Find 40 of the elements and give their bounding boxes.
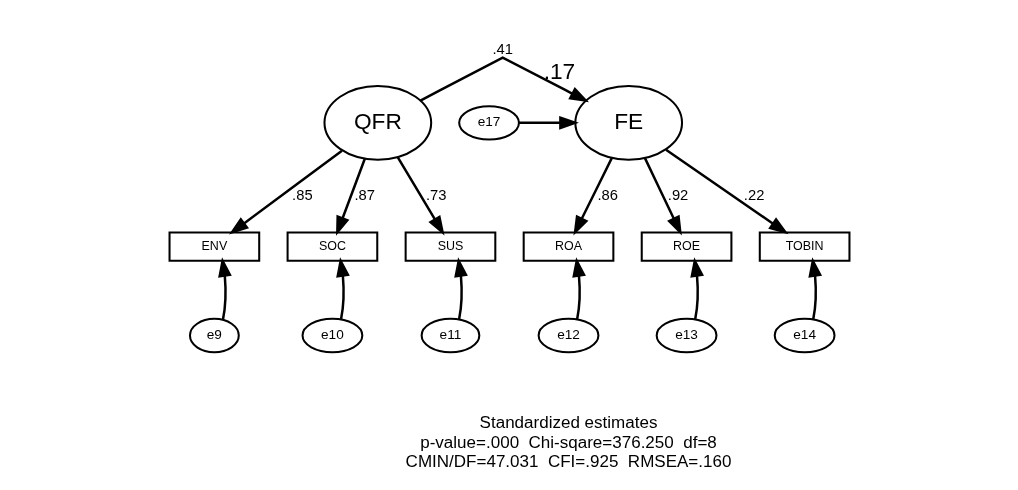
node-ellipse: e14	[773, 317, 836, 354]
arrow	[453, 257, 468, 320]
edge-label: .87	[354, 186, 375, 203]
arrow	[335, 257, 350, 320]
edge-label: .73	[425, 186, 447, 203]
arrow	[807, 257, 822, 320]
arrow	[217, 257, 232, 320]
arrow	[571, 257, 586, 320]
node-box: SUS	[404, 231, 496, 262]
arrow	[335, 158, 366, 236]
edge-label: .22	[743, 186, 764, 203]
node-ellipse: e11	[420, 317, 480, 354]
node-box: TOBIN	[758, 231, 850, 262]
edge-label: .86	[596, 186, 618, 203]
node-box: ROA	[522, 231, 614, 262]
node-label: .17	[543, 58, 575, 85]
node-ellipse: e13	[655, 317, 717, 354]
arrow	[396, 156, 444, 236]
arrow	[572, 157, 613, 236]
label: Standardized estimates	[479, 413, 657, 433]
edge-label: .92	[667, 186, 688, 203]
node-ellipse: QFR	[322, 84, 432, 161]
node-box: ROE	[640, 231, 732, 262]
label: CMIN/DF=47.031 CFI=.925 RMSEA=.160	[405, 452, 731, 472]
edge-label: .85	[291, 186, 313, 203]
arrow	[643, 157, 682, 236]
node-ellipse: e17	[457, 105, 520, 141]
node-ellipse: e9	[188, 317, 240, 354]
label: p-value=.000 Chi-sqare=376.250 df=8	[419, 432, 717, 452]
arrow	[664, 148, 788, 235]
node-ellipse: FE	[573, 84, 683, 161]
node-box: SOC	[286, 231, 378, 262]
arrow	[419, 56, 589, 103]
node-ellipse: e10	[301, 317, 363, 354]
node-box: ENV	[168, 231, 260, 262]
arrow	[689, 257, 704, 320]
arrow	[228, 149, 343, 235]
edge-label: .41	[491, 40, 513, 57]
arrow	[518, 115, 579, 130]
node-ellipse: e12	[537, 317, 599, 354]
